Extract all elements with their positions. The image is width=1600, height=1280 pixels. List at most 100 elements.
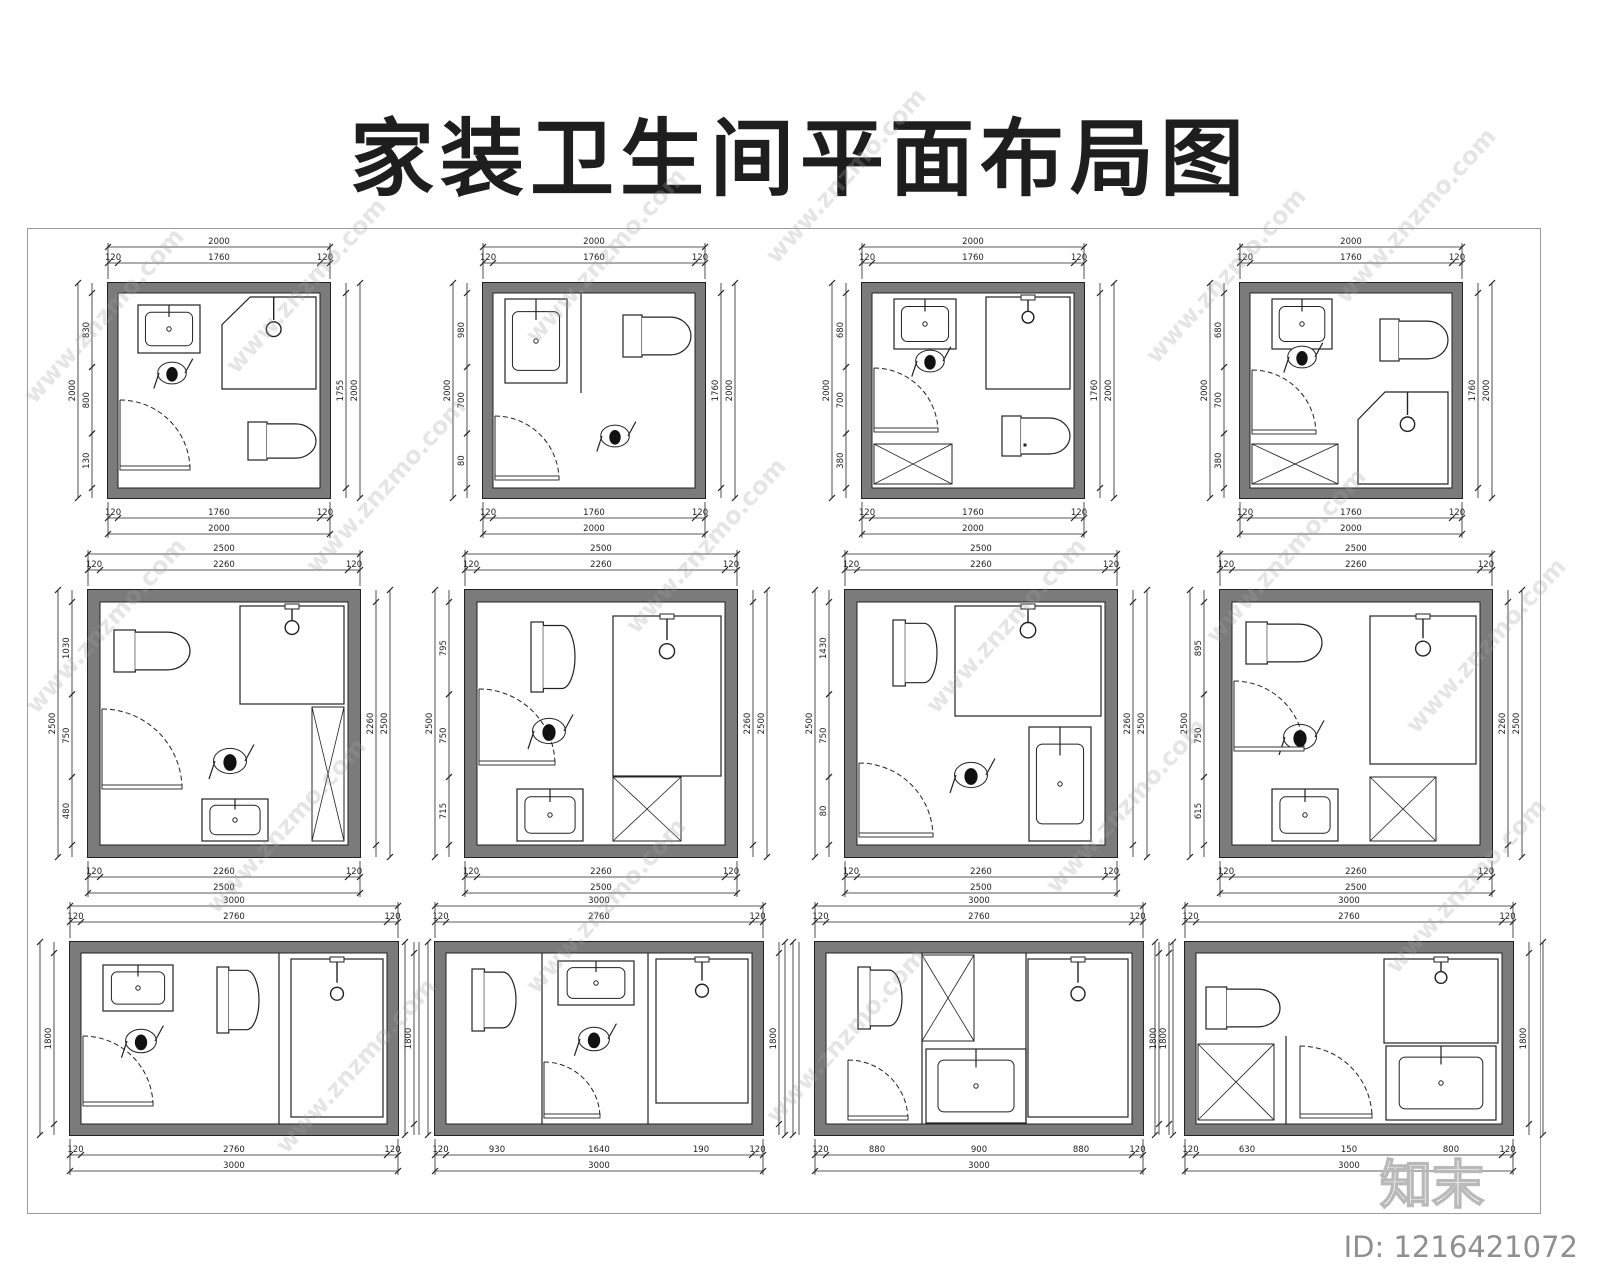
dimension-label: 3000 (223, 896, 245, 906)
dimension-tick (410, 1120, 418, 1128)
dimension-tick (731, 494, 739, 502)
door-swing (82, 1035, 154, 1107)
basin-bowl (511, 311, 561, 371)
dimension-tick (1169, 1131, 1177, 1139)
shower-tray (612, 615, 722, 777)
dimension-tick (489, 259, 497, 267)
dimension-label: 2260 (1498, 713, 1508, 735)
door-icon (478, 688, 556, 766)
toilet-bowl (642, 316, 692, 356)
dimension-label: 1640 (588, 1145, 610, 1155)
dimension-tick (1525, 949, 1533, 957)
dimension-tick (1474, 484, 1482, 492)
basin-bowl (1278, 306, 1326, 342)
dimension-tick (344, 566, 352, 574)
dimension-label: 2260 (1345, 560, 1367, 570)
basin-drain (533, 338, 539, 344)
wall-outline (107, 282, 331, 499)
dimension-label: 795 (439, 640, 449, 656)
dimension-tick (853, 566, 861, 574)
dimension-label: 880 (1073, 1145, 1089, 1155)
toilet-tank (216, 966, 230, 1034)
dimension-tick (701, 259, 709, 267)
basin-icon (504, 298, 568, 384)
dimension-label: 120 (105, 508, 121, 518)
dimension-label: 2500 (970, 883, 992, 893)
dimension-tick (104, 259, 112, 267)
dimension-tick (1518, 853, 1526, 861)
dimension-tick (461, 566, 469, 574)
dimension-tick (1498, 1151, 1506, 1159)
door-icon (1251, 369, 1317, 435)
wall-outline (861, 282, 1085, 499)
dimension-tick (1186, 853, 1194, 861)
basin-bowl (524, 796, 576, 834)
cabinet-icon (1251, 443, 1339, 485)
dimension-label: 2500 (1345, 883, 1367, 893)
toilet-icon (113, 629, 191, 673)
dimension-label: 2500 (1180, 713, 1190, 735)
door-swing (873, 367, 939, 433)
dimension-tick (356, 566, 364, 574)
door-threshold (858, 832, 934, 838)
door-threshold (101, 784, 183, 790)
dimension-tick (77, 1151, 85, 1159)
shower-valve (1415, 613, 1431, 620)
dimension-label: 120 (1499, 912, 1515, 922)
basin-drain (593, 980, 599, 986)
dimension-label: 120 (749, 912, 765, 922)
toilet-bowl (543, 624, 576, 690)
toilet-bowl (1021, 417, 1071, 455)
shower-tray (239, 605, 345, 705)
dimension-label: 1760 (711, 380, 721, 402)
dimension-tick (1220, 363, 1228, 371)
dimension-tick (1476, 566, 1484, 574)
dimension-label: 120 (843, 867, 859, 877)
dimension-tick (1080, 259, 1088, 267)
shower-valve (1020, 294, 1036, 301)
drawing-frame (27, 228, 1541, 1214)
shower-valve (329, 956, 345, 963)
dimension-label: 2500 (590, 544, 612, 554)
dimension-tick (77, 918, 85, 926)
basin-bowl (937, 1059, 1015, 1113)
dimension-label: 880 (869, 1145, 885, 1155)
wall-outline (1219, 589, 1493, 858)
dimension-label: 1760 (1340, 508, 1362, 518)
dimension-tick (1220, 429, 1228, 437)
dimension-tick (88, 363, 96, 371)
dimension-label: 750 (62, 728, 72, 744)
dimension-tick (445, 598, 453, 606)
dimension-label: 120 (1449, 253, 1465, 263)
basin-drain (973, 1083, 979, 1089)
dimension-label: 120 (749, 1145, 765, 1155)
door-threshold (478, 760, 556, 766)
dimension-tick (1165, 1120, 1173, 1128)
door-icon (858, 762, 934, 838)
dimension-tick (356, 279, 364, 287)
dimension-tick (1216, 566, 1224, 574)
dimension-tick (822, 918, 830, 926)
shower-drain (1399, 416, 1416, 433)
toilet-icon (1245, 621, 1323, 665)
dimension-tick (759, 918, 767, 926)
dimension-label: 1760 (583, 508, 605, 518)
dimension-tick (789, 1131, 797, 1139)
dimension-tick (842, 363, 850, 371)
dimension-label: 2000 (443, 380, 453, 402)
shower-drain (265, 321, 282, 338)
person-icon (911, 346, 952, 377)
dimension-label: 2500 (1137, 713, 1147, 735)
dimension-tick (853, 873, 861, 881)
dimension-tick (1113, 566, 1121, 574)
basin-drain (232, 817, 238, 823)
dimension-label: 2500 (380, 713, 390, 735)
dimension-tick (50, 949, 58, 957)
toilet-icon (1001, 415, 1071, 457)
dimension-tick (825, 841, 833, 849)
dimension-tick (96, 873, 104, 881)
dimension-tick (342, 289, 350, 297)
dimension-tick (842, 484, 850, 492)
